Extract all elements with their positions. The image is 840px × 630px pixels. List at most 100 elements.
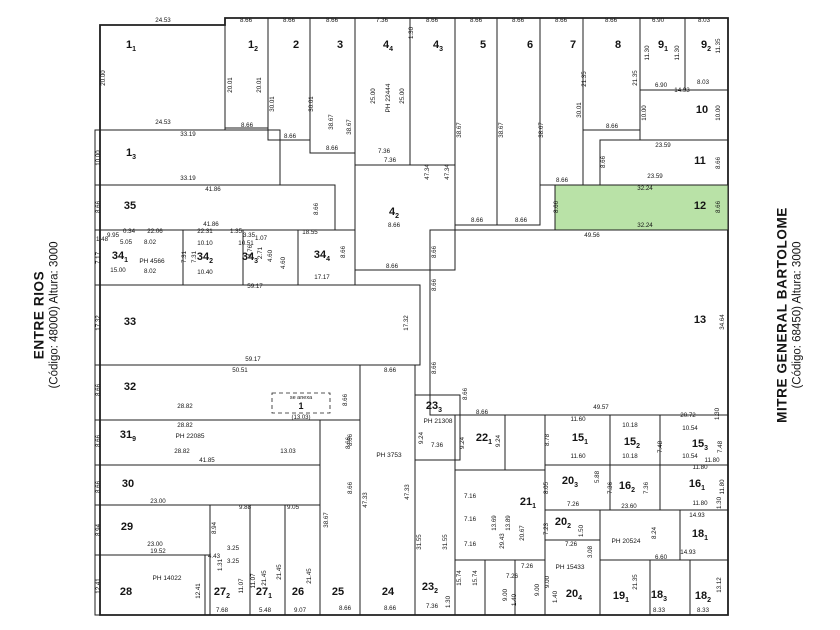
parcel-1-1[interactable] [99, 24, 226, 131]
dimension-label: 8.66 [715, 156, 722, 169]
dimension-label: 7.31 [181, 250, 188, 263]
dimension-label: 1.30 [714, 407, 721, 420]
parcel-number-label: 5 [480, 39, 486, 51]
ph-label: PH 21308 [424, 418, 453, 425]
dimension-label: 6.90 [655, 82, 668, 89]
dimension-label: 8.66 [283, 17, 296, 24]
dimension-label: 1.50 [578, 524, 585, 537]
parcel-number-label: 6 [527, 39, 533, 51]
parcel-number-label: 161 [689, 478, 705, 492]
dimension-label: 8.66 [347, 481, 354, 494]
dimension-label: 8.05 [543, 481, 550, 494]
parcel-number-label: 341 [112, 250, 128, 264]
parcel-12[interactable] [554, 184, 729, 231]
dimension-label: 20.67 [519, 525, 526, 541]
dimension-label: 30.01 [576, 102, 583, 118]
dimension-label: 6.60 [655, 554, 668, 561]
dimension-label: 33.19 [180, 131, 196, 138]
dimension-label: 47.33 [362, 492, 369, 508]
dimension-label: 20.01 [227, 77, 234, 93]
parcel-number-label: 92 [701, 39, 711, 53]
parcel-number-label: 30 [122, 478, 134, 490]
dimension-label: 8.66 [471, 217, 484, 224]
dimension-label: 24.53 [155, 17, 171, 24]
parcel-6[interactable] [496, 17, 541, 226]
dimension-label: 8.66 [95, 200, 102, 213]
dimension-label: 25.00 [399, 88, 406, 104]
parcel-number-label: 2 [293, 39, 299, 51]
parcel-5[interactable] [454, 17, 498, 226]
parcel-18-2[interactable] [689, 559, 729, 616]
dimension-label: 1.35 [230, 228, 243, 235]
parcel-number-label: 10 [696, 104, 708, 116]
dimension-label: 8.66 [606, 123, 619, 130]
dimension-label: 17.32 [403, 315, 410, 331]
parcel-33[interactable] [94, 284, 421, 366]
parcel-number-label: 182 [695, 590, 711, 604]
parcel-number-label: 204 [566, 588, 582, 602]
dimension-label: 7.36 [643, 481, 650, 494]
dimension-label: 8.24 [651, 526, 658, 539]
parcel-number-label: 272 [214, 586, 230, 600]
parcel-4-2[interactable] [354, 164, 456, 271]
parcel-number-label: 202 [555, 516, 571, 530]
dimension-label: 8.66 [284, 133, 297, 140]
parcel-26[interactable] [284, 504, 321, 616]
dimension-label: 10.18 [622, 453, 638, 460]
parcel-7[interactable] [539, 17, 584, 186]
parcel-s-1[interactable] [454, 559, 486, 616]
dimension-label: 11.80 [719, 479, 726, 495]
parcel-13[interactable] [429, 229, 729, 416]
parcel-28[interactable] [94, 554, 206, 616]
dimension-label: 15.74 [472, 570, 479, 586]
parcel-number-label: 13 [126, 147, 136, 161]
dimension-label: 29.43 [499, 533, 506, 549]
dimension-label: 21.45 [306, 568, 313, 584]
dimension-label: 13.12 [716, 577, 723, 593]
dimension-label: 15.00 [110, 267, 126, 274]
dimension-label: 17.17 [314, 274, 330, 281]
parcel-19-1[interactable] [599, 559, 651, 616]
dimension-label: 11.80 [692, 500, 708, 507]
dimension-label: 23.59 [655, 142, 671, 149]
dimension-label: 0.34 [123, 228, 136, 235]
parcel-number-label: 12 [248, 39, 258, 53]
annex-number: 1 [298, 401, 303, 411]
parcel-2[interactable] [267, 17, 311, 141]
dimension-label: 21.35 [581, 71, 588, 87]
dimension-label: 8.66 [556, 177, 569, 184]
dimension-label: 8.02 [144, 268, 157, 275]
dimension-label: 3.35 [243, 232, 256, 239]
parcel-number-label: 13 [694, 314, 706, 326]
dimension-label: 8.66 [470, 17, 483, 24]
parcel-number-label: 42 [389, 206, 399, 220]
parcel-number-label: 24 [382, 586, 395, 598]
dimension-label: 10.00 [95, 150, 102, 166]
dimension-label: 59.17 [247, 283, 263, 290]
dimension-label: 1.31 [217, 558, 224, 571]
dimension-label: 10.00 [715, 105, 722, 121]
dimension-label: 49.56 [584, 232, 600, 239]
parcel-number-label: 29 [121, 521, 133, 533]
dimension-label: 8.66 [95, 480, 102, 493]
dimension-label: 8.33 [653, 607, 666, 614]
dimension-label: 7.26 [565, 541, 578, 548]
dimension-label: 4.76 [247, 244, 254, 257]
dimension-label: 49.57 [593, 404, 609, 411]
dimension-label: 8.03 [698, 17, 711, 24]
parcel-1-2[interactable] [224, 17, 269, 129]
dimension-label: 19.52 [150, 548, 166, 555]
dimension-label: 50.51 [232, 367, 248, 374]
ph-label: PH 15433 [556, 564, 585, 571]
dimension-label: 14.93 [689, 512, 705, 519]
dimension-label: 8.66 [431, 278, 438, 291]
dimension-label: 9.07 [294, 607, 307, 614]
dimension-label: 2.71 [257, 246, 264, 259]
dimension-label: 7.16 [464, 516, 477, 523]
dimension-label: 8.94 [211, 521, 218, 534]
parcel-17[interactable] [599, 509, 681, 561]
dimension-label: 6.90 [652, 17, 665, 24]
parcel-20-2[interactable] [544, 509, 601, 541]
dimension-label: 10.00 [641, 105, 648, 121]
